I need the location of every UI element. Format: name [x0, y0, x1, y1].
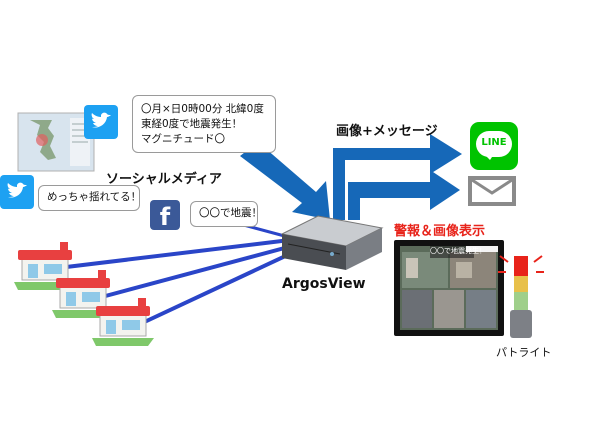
alarm-display-label: 警報＆画像表示	[394, 224, 486, 239]
facebook-f-icon: f	[150, 200, 180, 231]
social-media-label: ソーシャルメディア	[106, 172, 222, 187]
line-icon-text: LINE	[481, 137, 507, 148]
facebook-post-bubble: 〇〇で地震！	[190, 201, 262, 227]
tweet-text-shaking: めっちゃ揺れてる！	[47, 191, 142, 203]
connection-line-2	[97, 244, 293, 300]
store-connection-lines	[57, 218, 295, 327]
social-to-server-arrow	[240, 142, 330, 220]
tweet-text-quake: 〇月×日0時00分 北緯0度 東経0度で地震発生！ マグニチュード〇	[141, 103, 264, 146]
facebook-post-text: 〇〇で地震！	[199, 207, 262, 219]
image-message-label: 画像+メッセージ	[336, 124, 438, 139]
connection-line-3	[137, 250, 295, 327]
envelope-icon	[468, 176, 516, 206]
monitor-caption: 〇〇で地震発生！	[430, 247, 486, 255]
line-app-icon: LINE	[470, 122, 518, 170]
arrow-to-line	[333, 134, 462, 220]
store-3	[92, 298, 154, 346]
tweet-bubble-quake: 〇月×日0時00分 北緯0度 東経0度で地震発生！ マグニチュード〇	[132, 95, 276, 153]
arrow-to-mail	[348, 170, 460, 220]
patlite-tower	[498, 255, 544, 338]
store-2	[52, 270, 114, 318]
tweet-bubble-shaking: めっちゃ揺れてる！	[38, 185, 142, 211]
argosview-server	[280, 215, 384, 270]
argosview-label: ArgosView	[282, 276, 366, 292]
patlite-label: パトライト	[496, 346, 552, 359]
output-arrows	[333, 134, 462, 220]
connection-line-1	[57, 238, 291, 270]
twitter-bird-icon-2	[0, 175, 34, 209]
map-screenshot	[17, 112, 95, 172]
alarm-monitor	[394, 240, 504, 336]
twitter-bird-icon	[84, 105, 118, 139]
